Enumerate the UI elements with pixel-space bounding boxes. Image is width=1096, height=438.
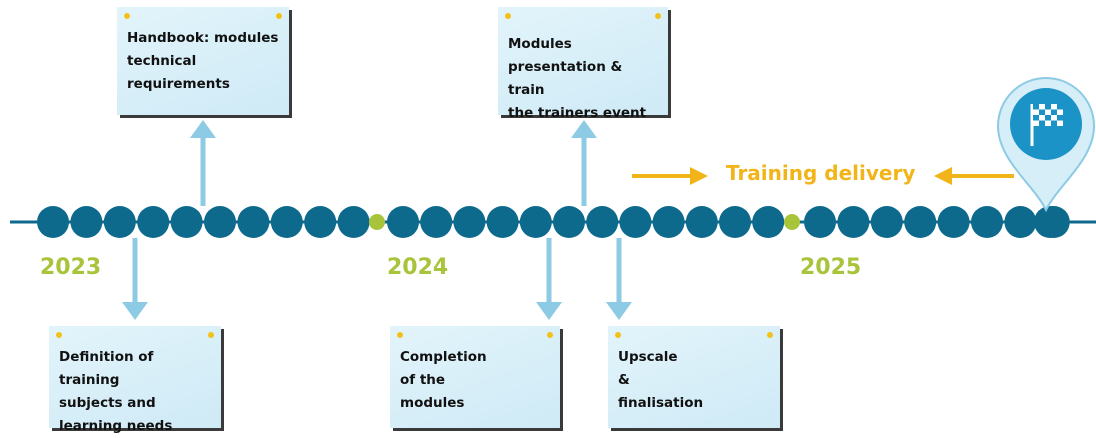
timeline-node	[870, 206, 903, 238]
timeline-node	[170, 206, 203, 238]
timeline-node	[137, 206, 170, 238]
timeline-node	[519, 206, 552, 238]
year-marker-dot	[369, 214, 385, 230]
milestone-note-completion: Completion of the modules	[390, 326, 560, 428]
year-marker-dot	[784, 214, 800, 230]
pin-icon	[655, 13, 661, 19]
year-label-2025: 2025	[800, 255, 862, 280]
timeline-node	[486, 206, 519, 238]
timeline-node	[652, 206, 685, 238]
timeline-node	[804, 206, 836, 238]
pin-icon	[615, 332, 621, 338]
arrowhead-down-definition	[122, 302, 148, 320]
timeline-node	[937, 206, 970, 238]
timeline-node	[337, 206, 370, 238]
arrowhead-up-handbook	[190, 120, 216, 138]
end-map-pin	[996, 77, 1096, 213]
timeline-node	[453, 206, 486, 238]
pin-icon	[767, 332, 773, 338]
timeline-node	[420, 206, 453, 238]
timeline-node	[904, 206, 937, 238]
training-delivery-label: Training delivery	[726, 161, 916, 185]
milestone-text: Definition of training subjects and lear…	[59, 349, 173, 434]
pin-icon	[56, 332, 62, 338]
milestone-note-definition: Definition of training subjects and lear…	[49, 326, 221, 434]
timeline-node	[304, 206, 337, 238]
timeline-nodes	[37, 206, 1070, 238]
timeline-node	[719, 206, 751, 238]
timeline-node	[204, 206, 236, 238]
timeline-node	[619, 206, 652, 238]
pin-icon	[276, 13, 282, 19]
milestone-note-handbook: Handbook: modules technical requirements	[117, 7, 289, 115]
timeline-node	[1004, 206, 1037, 238]
milestone-text: Modules presentation & train the trainer…	[508, 36, 647, 121]
pin-icon	[208, 332, 214, 338]
milestone-note-upscale: Upscale & finalisation	[608, 326, 780, 428]
year-label-2024: 2024	[387, 255, 449, 280]
delivery-arrowhead-right	[690, 167, 708, 185]
timeline-node	[586, 206, 619, 238]
milestone-text: Upscale & finalisation	[618, 349, 704, 411]
pin-icon	[397, 332, 403, 338]
timeline-node	[237, 206, 270, 238]
milestone-text: Completion of the modules	[400, 349, 487, 411]
timeline-node	[837, 206, 870, 238]
timeline-node	[270, 206, 303, 238]
pin-icon	[505, 13, 511, 19]
timeline-node	[971, 206, 1003, 238]
timeline-node	[1034, 206, 1066, 238]
timeline-node	[103, 206, 136, 238]
arrowhead-down-completion	[536, 302, 562, 320]
timeline-node	[70, 206, 103, 238]
milestone-text: Handbook: modules technical requirements	[127, 30, 279, 92]
timeline-node	[752, 206, 785, 238]
year-label-2023: 2023	[40, 255, 102, 280]
pin-icon	[124, 13, 130, 19]
arrowhead-up-presentation	[571, 120, 597, 138]
timeline-node	[685, 206, 718, 238]
pin-icon	[547, 332, 553, 338]
timeline-node	[37, 206, 69, 238]
timeline-node	[387, 206, 419, 238]
arrowhead-down-upscale	[606, 302, 632, 320]
timeline-node	[553, 206, 585, 238]
checkered-flag-icon	[1030, 104, 1063, 146]
milestone-note-presentation: Modules presentation & train the trainer…	[498, 7, 668, 121]
delivery-arrowhead-left	[934, 167, 952, 185]
